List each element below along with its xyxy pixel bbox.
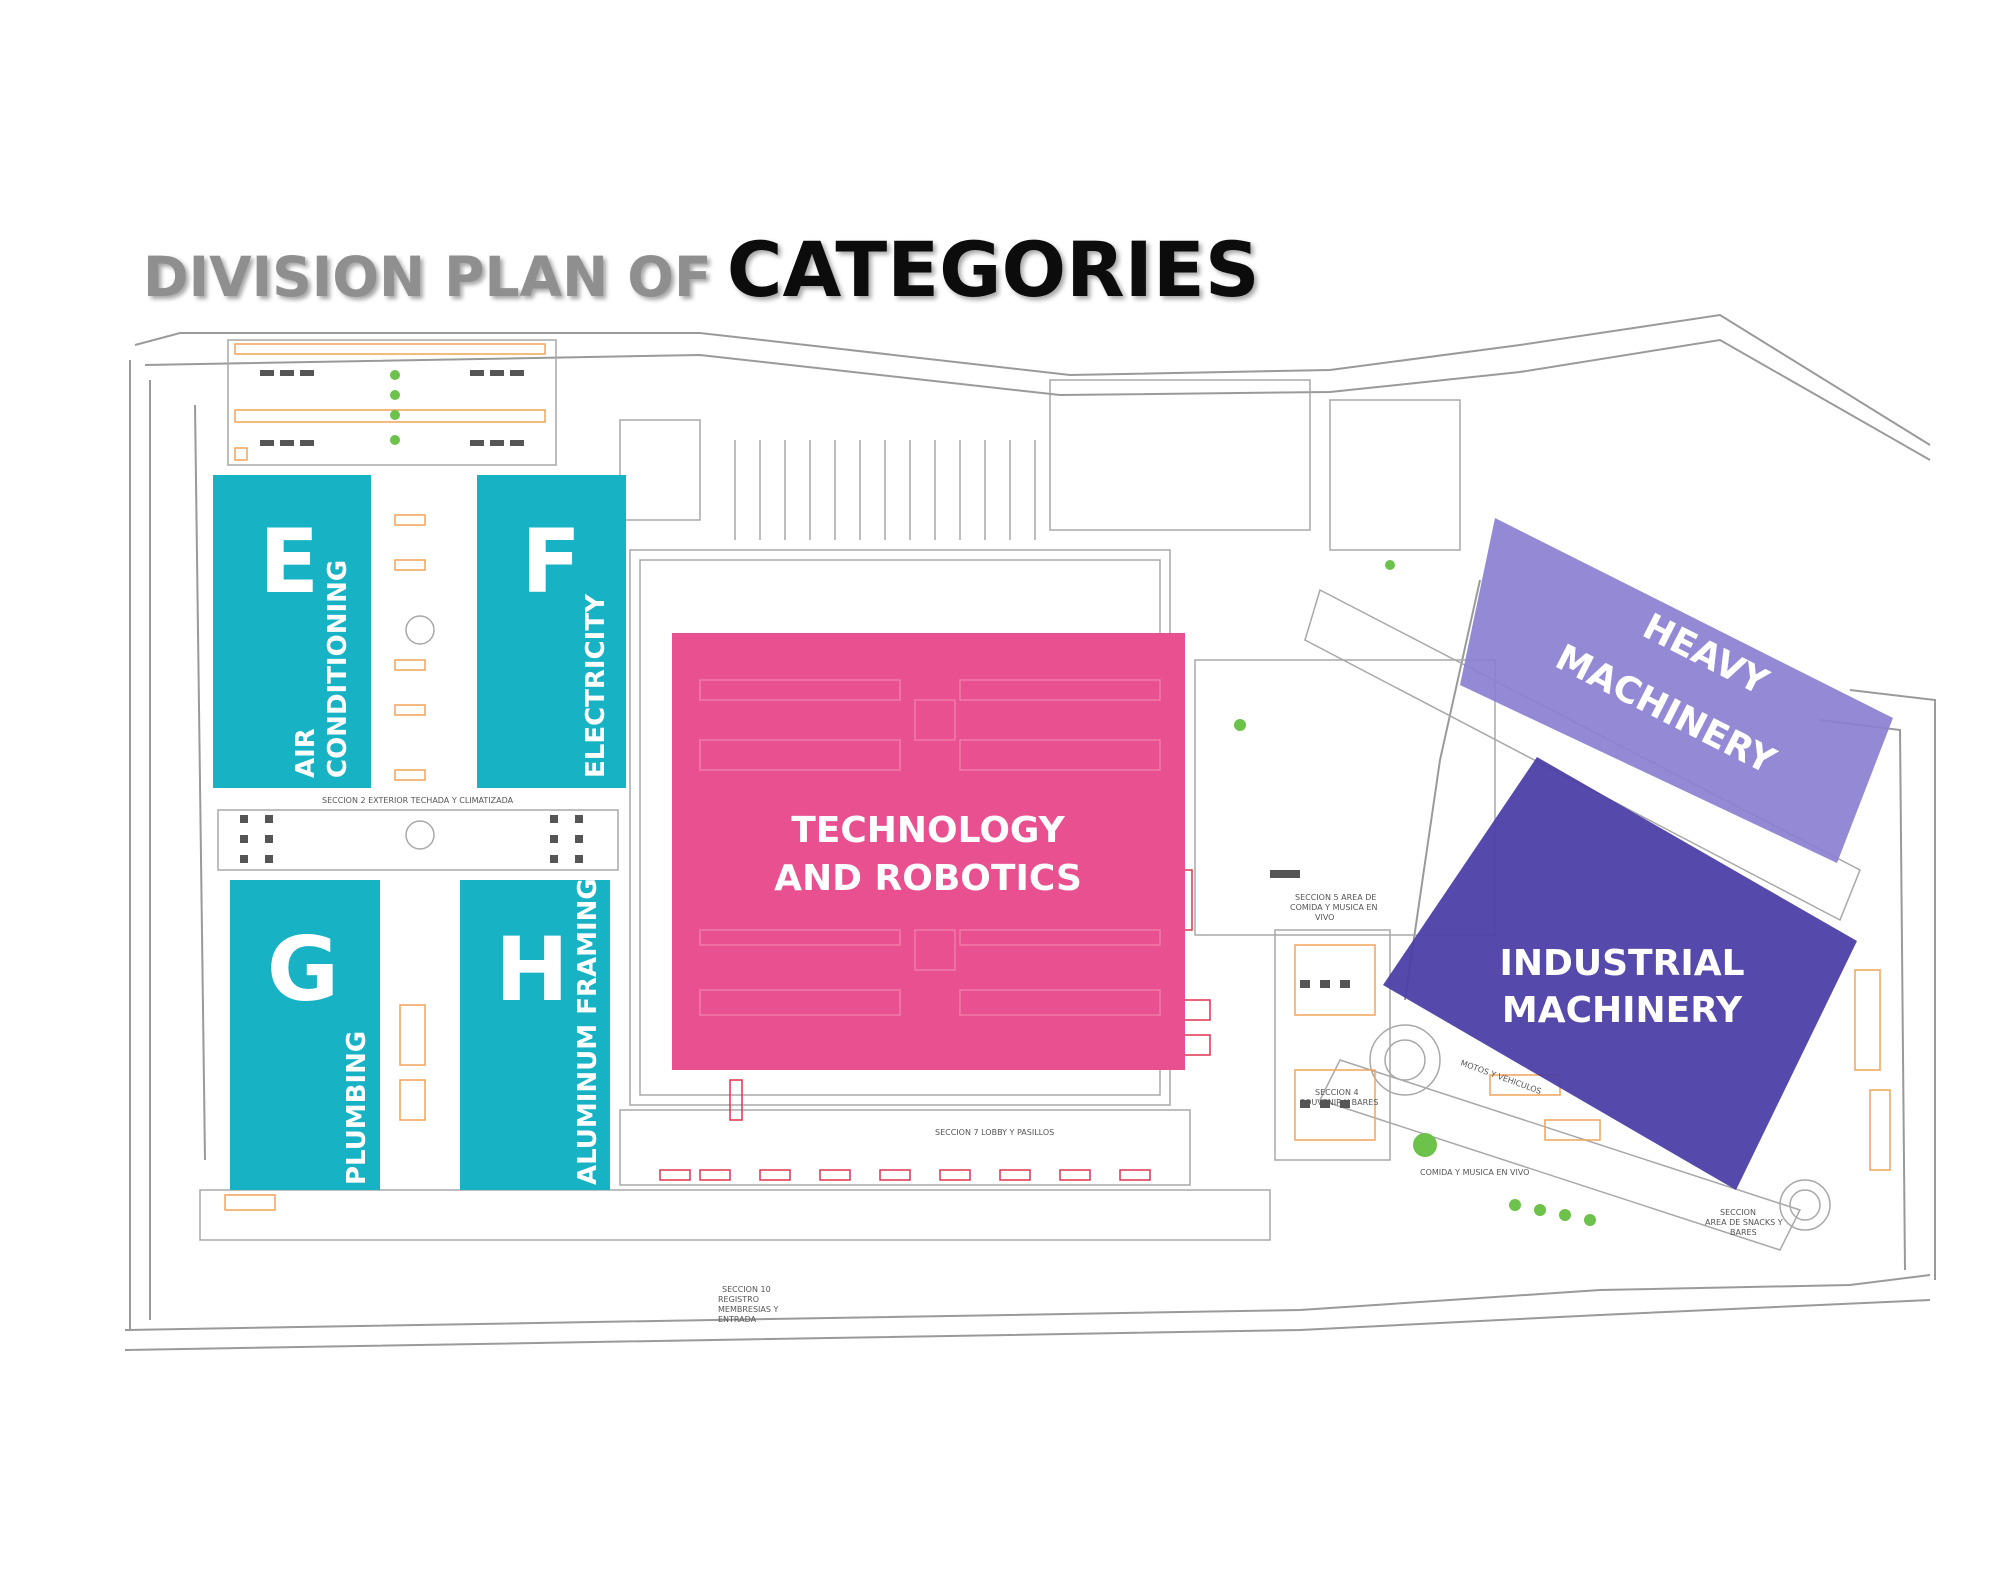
zone-e-letter: E — [259, 510, 319, 613]
label-seccion-5a: SECCION 5 AREA DE — [1295, 893, 1376, 902]
zone-e[interactable]: E AIR CONDITIONING — [213, 475, 371, 788]
label-food: COMIDA Y MUSICA EN VIVO — [1420, 1168, 1529, 1177]
zone-h[interactable]: H ALUMINUM FRAMING — [460, 878, 610, 1190]
zone-h-letter: H — [495, 918, 569, 1021]
zone-f-letter: F — [521, 510, 581, 613]
label-seccion-4a: SECCION 4 — [1315, 1088, 1359, 1097]
label-seccion-7: SECCION 7 LOBBY Y PASILLOS — [935, 1128, 1054, 1137]
zone-technology-robotics[interactable]: TECHNOLOGY AND ROBOTICS — [672, 633, 1185, 1070]
seating-clusters — [240, 370, 1350, 1108]
zone-tech-line-2: AND ROBOTICS — [774, 858, 1082, 899]
label-snack-c: BARES — [1730, 1228, 1757, 1237]
trees — [390, 370, 1596, 1226]
booth-markers — [224, 343, 1891, 1211]
zone-g-name: PLUMBING — [342, 1031, 372, 1185]
zone-h-name: ALUMINUM FRAMING — [573, 878, 603, 1185]
label-seccion-2: SECCION 2 EXTERIOR TECHADA Y CLIMATIZADA — [322, 796, 514, 805]
site-outline — [124, 313, 1936, 1351]
title-prefix: DIVISION PLAN OF — [143, 245, 712, 309]
zone-g-letter: G — [267, 918, 339, 1021]
label-snack-b: AREA DE SNACKS Y — [1705, 1218, 1783, 1227]
zone-industrial-line-2: MACHINERY — [1502, 990, 1743, 1031]
label-seccion-10c: MEMBRESIAS Y — [718, 1305, 778, 1314]
zone-tech-line-1: TECHNOLOGY — [791, 810, 1065, 851]
title-main: CATEGORIES — [726, 225, 1260, 314]
zone-e-name-2: CONDITIONING — [323, 560, 353, 778]
label-seccion-10a: SECCION 10 — [722, 1285, 771, 1294]
zone-f-name: ELECTRICITY — [581, 593, 611, 778]
zone-e-name-1: AIR — [291, 728, 321, 778]
zone-g[interactable]: G PLUMBING — [230, 880, 380, 1190]
label-snack-a: SECCION — [1720, 1208, 1756, 1217]
label-seccion-5b: COMIDA Y MUSICA EN — [1290, 903, 1377, 912]
label-seccion-4b: SOUVENIR Y BARES — [1300, 1098, 1378, 1107]
zone-f[interactable]: F ELECTRICITY — [477, 475, 626, 788]
zone-industrial-line-1: INDUSTRIAL — [1499, 943, 1744, 984]
label-seccion-10b: REGISTRO — [718, 1295, 759, 1304]
zone-industrial-machinery[interactable]: INDUSTRIAL MACHINERY — [1383, 757, 1857, 1190]
label-seccion-5c: VIVO — [1315, 913, 1334, 922]
label-seccion-10d: ENTRADA — [718, 1315, 757, 1324]
map-title: DIVISION PLAN OF CATEGORIES — [143, 225, 1260, 314]
